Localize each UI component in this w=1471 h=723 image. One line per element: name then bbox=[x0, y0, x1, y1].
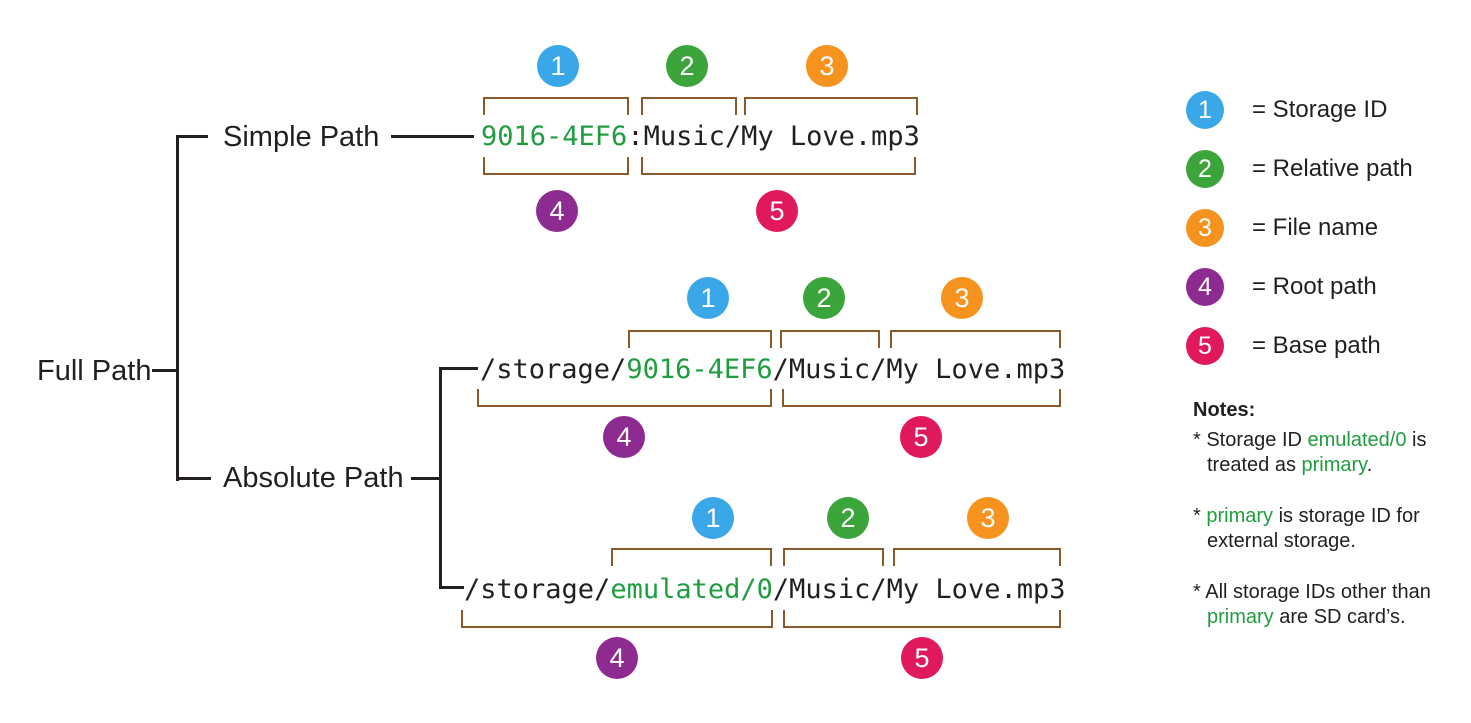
tree-vertical-line bbox=[176, 135, 179, 481]
bracket-relative-path bbox=[641, 97, 737, 115]
absolute-sd-storage-id: 9016-4EF6 bbox=[626, 354, 773, 385]
bracket-root-path bbox=[461, 610, 773, 628]
bracket-base-path bbox=[641, 157, 916, 175]
marker-file-name: 3 bbox=[967, 497, 1009, 539]
legend-item-relative-path: 2 = Relative path bbox=[1186, 150, 1413, 188]
legend-marker-3: 3 bbox=[1186, 209, 1224, 247]
note-item: * All storage IDs other than primary are… bbox=[1193, 581, 1431, 628]
legend-item-file-name: 3 = File name bbox=[1186, 209, 1413, 247]
absolute-emulated-rest: /Music/My Love.mp3 bbox=[772, 574, 1066, 605]
marker-file-name: 3 bbox=[806, 45, 848, 87]
simple-path-storage-id: 9016-4EF6 bbox=[481, 121, 628, 152]
bracket-file-name bbox=[890, 330, 1061, 348]
notes-title: Notes: bbox=[1193, 399, 1256, 421]
marker-root-path: 4 bbox=[603, 416, 645, 458]
bracket-storage-id bbox=[611, 548, 772, 566]
bracket-base-path bbox=[782, 389, 1061, 407]
legend-label-relative-path: = Relative path bbox=[1252, 155, 1413, 182]
absolute-vertical-line bbox=[439, 367, 442, 589]
primary-highlight: primary bbox=[1207, 606, 1274, 628]
absolute-path-sd-text: /storage/9016-4EF6/Music/My Love.mp3 bbox=[480, 354, 1065, 386]
notes-section: Notes: * Storage ID emulated/0 is treate… bbox=[1193, 398, 1471, 656]
bracket-relative-path bbox=[783, 548, 884, 566]
full-path-label: Full Path bbox=[37, 355, 152, 387]
absolute-top-elbow bbox=[439, 367, 478, 370]
legend-item-storage-id: 1 = Storage ID bbox=[1186, 91, 1413, 129]
marker-relative-path: 2 bbox=[803, 277, 845, 319]
marker-file-name: 3 bbox=[941, 277, 983, 319]
simple-path-label: Simple Path bbox=[223, 121, 380, 153]
absolute-emulated-storage-id: emulated/0 bbox=[610, 574, 773, 605]
bracket-relative-path bbox=[780, 330, 880, 348]
bracket-base-path bbox=[783, 610, 1061, 628]
marker-storage-id: 1 bbox=[692, 497, 734, 539]
absolute-sd-rest: /Music/My Love.mp3 bbox=[772, 354, 1066, 385]
simple-path-dash bbox=[391, 135, 474, 138]
marker-base-path: 5 bbox=[901, 637, 943, 679]
absolute-bottom-elbow bbox=[439, 586, 464, 589]
marker-base-path: 5 bbox=[900, 416, 942, 458]
absolute-sd-prefix: /storage/ bbox=[480, 354, 627, 385]
marker-relative-path: 2 bbox=[827, 497, 869, 539]
legend-marker-2: 2 bbox=[1186, 150, 1224, 188]
note-item: * Storage ID emulated/0 is treated as pr… bbox=[1193, 429, 1427, 476]
marker-storage-id: 1 bbox=[687, 277, 729, 319]
bracket-root-path bbox=[477, 389, 772, 407]
absolute-emulated-prefix: /storage/ bbox=[464, 574, 611, 605]
primary-highlight: primary bbox=[1301, 454, 1367, 476]
bracket-storage-id bbox=[483, 97, 629, 115]
marker-base-path: 5 bbox=[756, 190, 798, 232]
legend-marker-5: 5 bbox=[1186, 327, 1224, 365]
legend: 1 = Storage ID 2 = Relative path 3 = Fil… bbox=[1186, 91, 1413, 386]
bracket-root-path bbox=[483, 157, 629, 175]
legend-item-root-path: 4 = Root path bbox=[1186, 268, 1413, 306]
legend-label-root-path: = Root path bbox=[1252, 273, 1377, 300]
legend-marker-1: 1 bbox=[1186, 91, 1224, 129]
absolute-path-dash bbox=[411, 477, 441, 480]
bracket-file-name bbox=[893, 548, 1061, 566]
full-path-dash bbox=[152, 369, 177, 372]
marker-root-path: 4 bbox=[596, 637, 638, 679]
absolute-branch-elbow bbox=[176, 477, 211, 480]
bracket-storage-id bbox=[628, 330, 772, 348]
marker-root-path: 4 bbox=[536, 190, 578, 232]
marker-relative-path: 2 bbox=[666, 45, 708, 87]
legend-item-base-path: 5 = Base path bbox=[1186, 327, 1413, 365]
simple-path-rest: :Music/My Love.mp3 bbox=[627, 121, 920, 152]
note-item: * primary is storage ID for external sto… bbox=[1193, 505, 1420, 552]
absolute-path-emulated-text: /storage/emulated/0/Music/My Love.mp3 bbox=[464, 574, 1065, 606]
legend-marker-4: 4 bbox=[1186, 268, 1224, 306]
bracket-file-name bbox=[744, 97, 918, 115]
primary-highlight: primary bbox=[1206, 505, 1274, 527]
simple-path-text: 9016-4EF6:Music/My Love.mp3 bbox=[481, 121, 920, 153]
legend-label-storage-id: = Storage ID bbox=[1252, 96, 1388, 123]
simple-branch-elbow bbox=[176, 135, 208, 138]
absolute-path-label: Absolute Path bbox=[223, 462, 404, 494]
emulated-highlight: emulated/0 bbox=[1307, 429, 1407, 451]
legend-label-base-path: = Base path bbox=[1252, 332, 1381, 359]
legend-label-file-name: = File name bbox=[1252, 214, 1379, 241]
marker-storage-id: 1 bbox=[537, 45, 579, 87]
